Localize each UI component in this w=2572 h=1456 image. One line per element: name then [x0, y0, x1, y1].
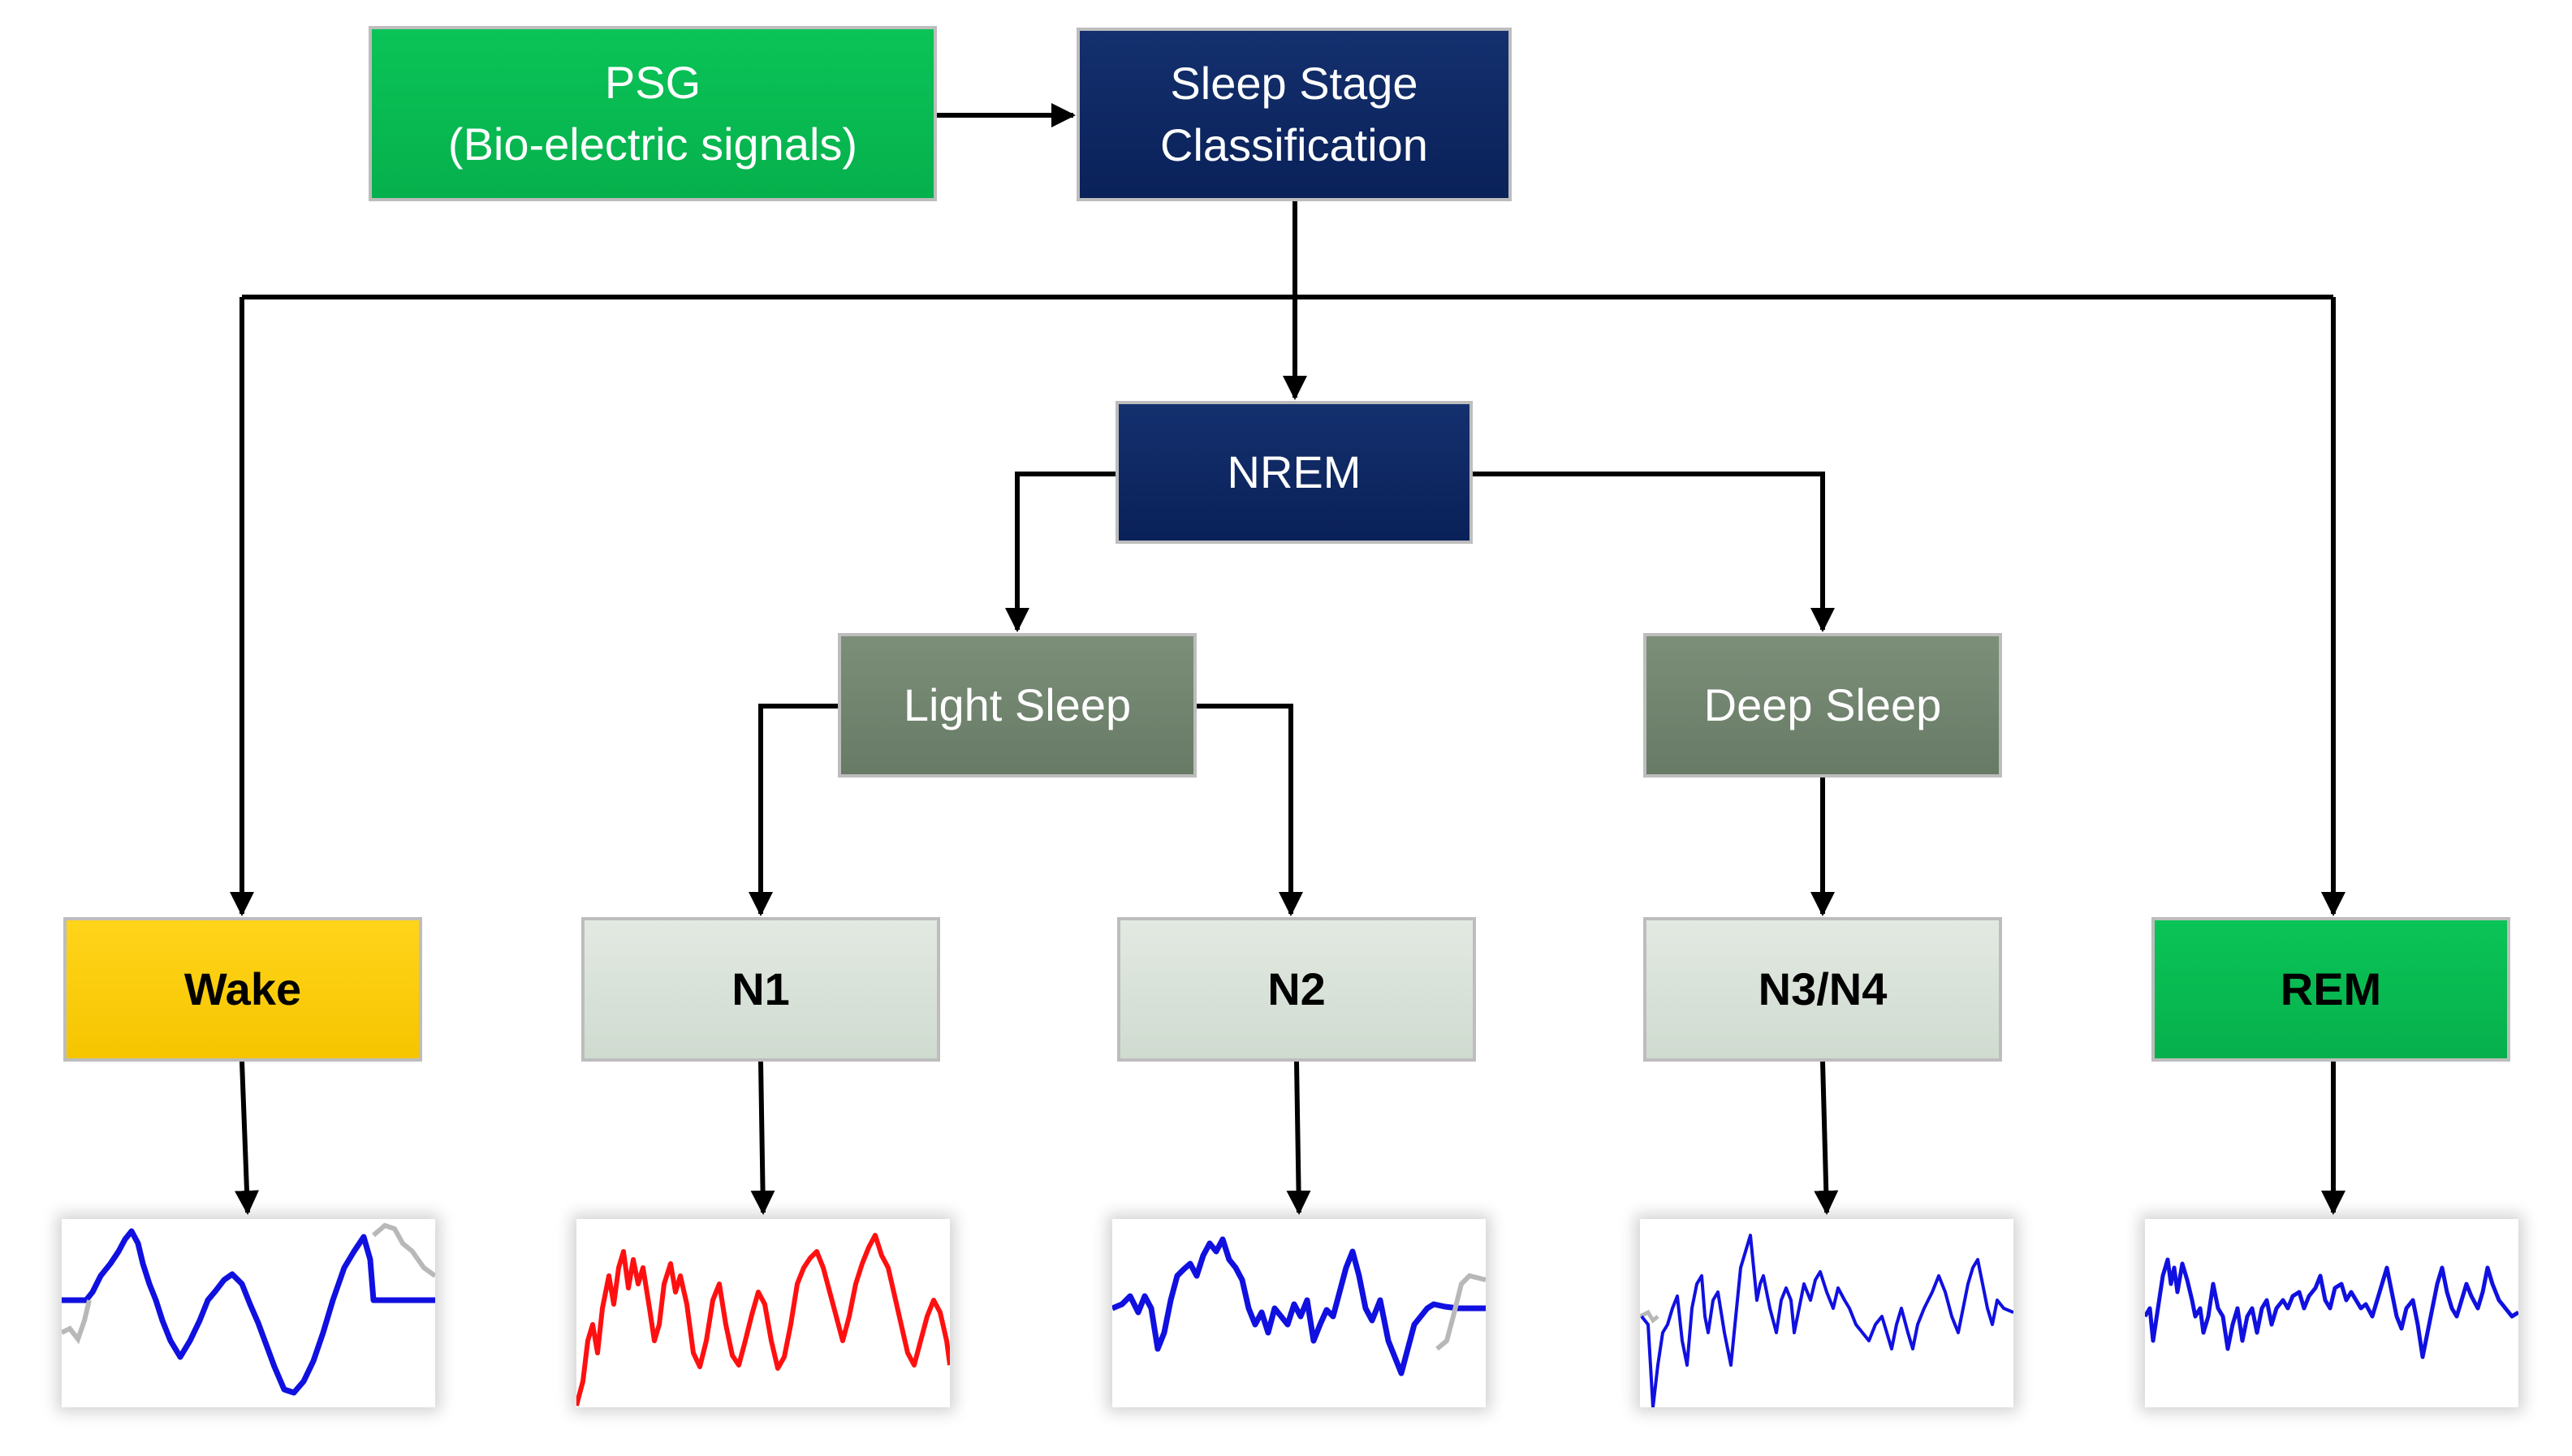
n1-label: N1 [731, 963, 790, 1015]
classification-box: Sleep Stage Classification [1077, 28, 1512, 201]
wake-waveform-gray-trace [62, 1299, 92, 1345]
n2-box: N2 [1117, 917, 1476, 1062]
n1-box: N1 [581, 917, 940, 1062]
wake-box: Wake [63, 917, 422, 1062]
n3n4-waveform [1640, 1219, 2013, 1407]
rem-waveform-plot [2145, 1257, 2518, 1359]
wake-waveform-plot [62, 1222, 435, 1396]
classification-label-line1: Sleep Stage [1170, 58, 1418, 110]
n2-label: N2 [1267, 963, 1326, 1015]
arrow-light-to-n2 [1197, 704, 1303, 916]
psg-label: PSG (Bio-electric signals) [448, 52, 857, 174]
n2-waveform-trace [1112, 1236, 1486, 1376]
arrow-wake-to-wave [234, 1061, 259, 1215]
n3n4-box: N3/N4 [1643, 917, 2002, 1062]
psg-label-line2: (Bio-electric signals) [447, 118, 858, 170]
n2-waveform-gray-trace [1435, 1273, 1486, 1351]
wake-waveform [62, 1219, 435, 1407]
n2-waveform [1112, 1219, 1486, 1407]
wake-waveform-trace [62, 1228, 435, 1396]
rem-label: REM [2280, 963, 2382, 1015]
rem-waveform-trace [2145, 1257, 2518, 1359]
n3n4-waveform-trace [1640, 1234, 2013, 1407]
arrow-nrem-to-light [1005, 472, 1116, 632]
classification-label-line2: Classification [1160, 119, 1428, 170]
n1-waveform-trace [576, 1233, 950, 1406]
n3n4-waveform-gray-trace [1640, 1309, 1659, 1324]
deep-sleep-label: Deep Sleep [1703, 679, 1942, 731]
rem-box: REM [2151, 917, 2510, 1062]
rem-waveform [2145, 1219, 2518, 1407]
n1-waveform-plot [576, 1233, 950, 1406]
nrem-box: NREM [1116, 401, 1473, 544]
psg-label-line1: PSG [604, 57, 701, 109]
n3n4-waveform-plot [1640, 1234, 2013, 1407]
arrow-n2-to-wave [1286, 1061, 1311, 1215]
wake-waveform-gray-trace-2 [372, 1222, 435, 1278]
n1-waveform [576, 1219, 950, 1407]
psg-box: PSG (Bio-electric signals) [369, 26, 937, 201]
arrow-n3n4-to-wave [1814, 1061, 1839, 1215]
light-sleep-box: Light Sleep [838, 633, 1197, 778]
light-sleep-label: Light Sleep [903, 679, 1132, 731]
n3n4-label: N3/N4 [1758, 963, 1888, 1015]
deep-sleep-box: Deep Sleep [1643, 633, 2002, 778]
arrow-light-to-n1 [749, 704, 838, 916]
n2-waveform-plot [1112, 1236, 1486, 1376]
arrow-nrem-to-deep [1473, 472, 1835, 632]
arrow-n1-to-wave [750, 1061, 775, 1215]
classification-label: Sleep Stage Classification [1160, 53, 1428, 175]
wake-label: Wake [183, 963, 302, 1015]
nrem-label: NREM [1227, 446, 1362, 498]
